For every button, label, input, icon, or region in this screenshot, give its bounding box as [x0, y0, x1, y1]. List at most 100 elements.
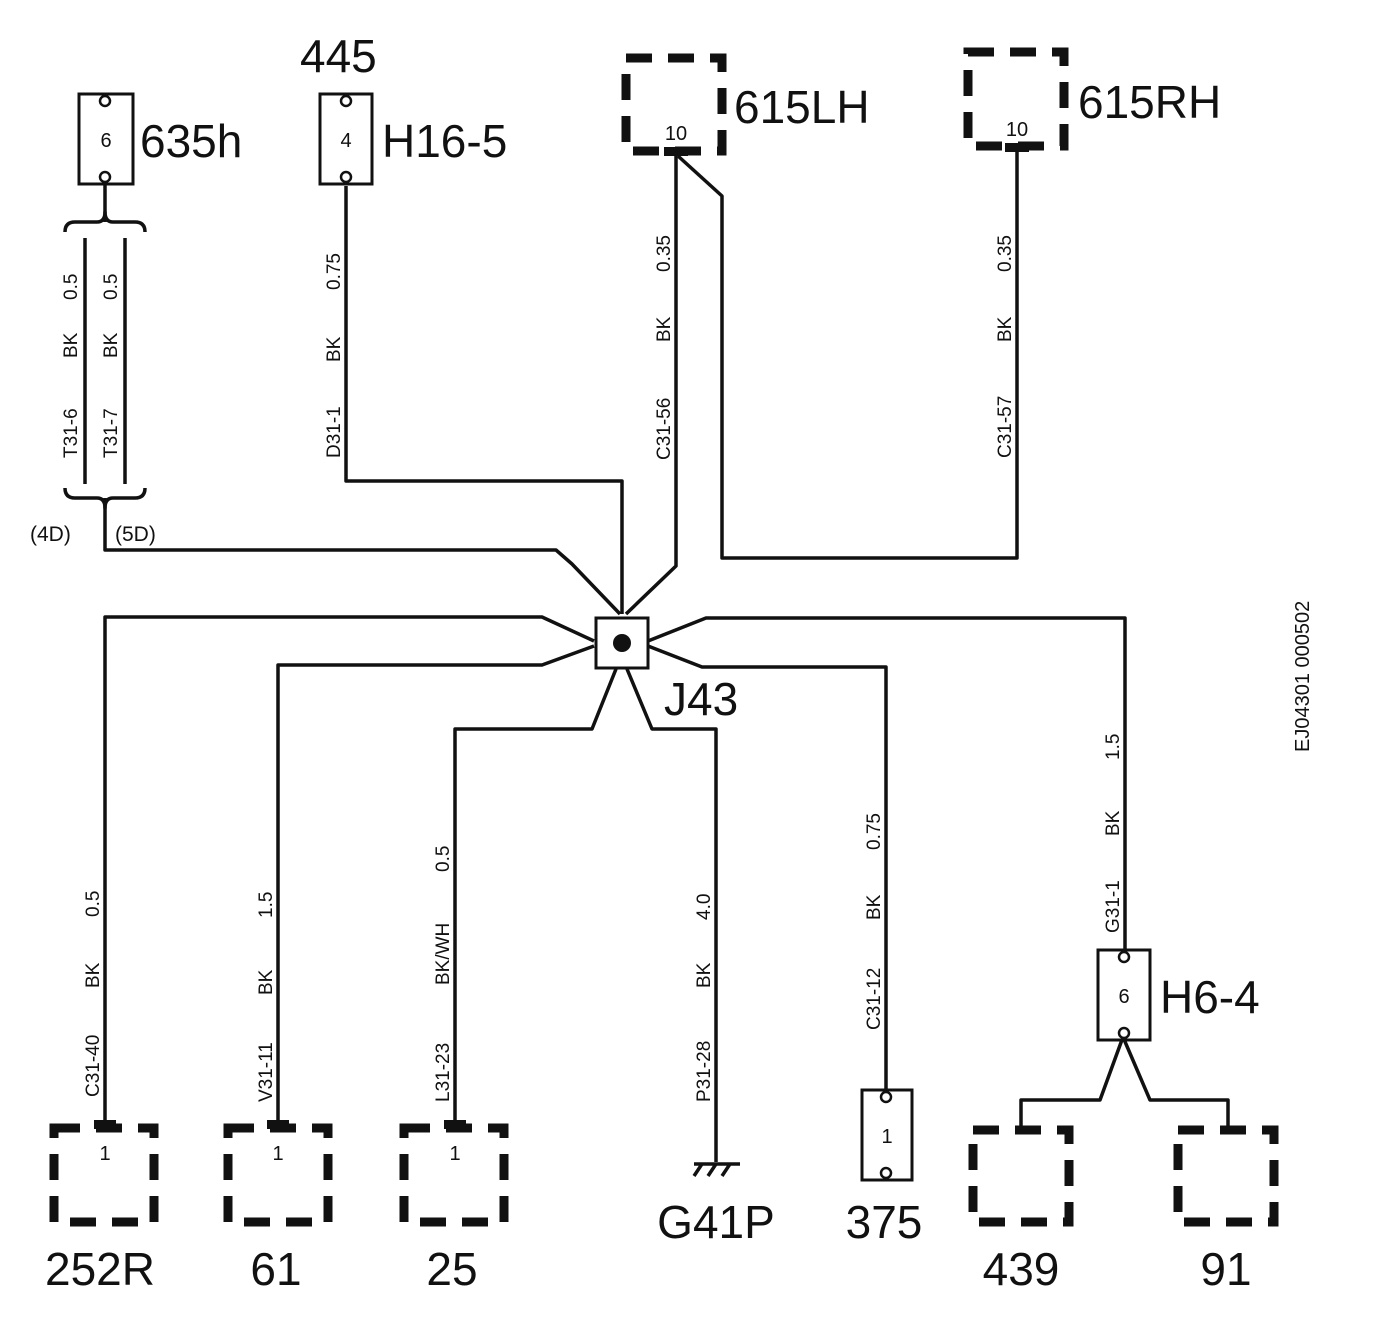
connector-h16-5-ref: 445 — [300, 30, 377, 82]
wire-size-p31-28: 4.0 — [694, 894, 715, 920]
connector-615rh-pin: 10 — [1006, 119, 1028, 141]
splice-label: J43 — [664, 673, 738, 725]
wire-id-c31-57: C31-57 — [995, 396, 1016, 458]
connector-635h: 6 635h — [77, 92, 242, 186]
wire-c31-56 — [624, 153, 678, 616]
wire-id-g31-1: G31-1 — [1103, 880, 1124, 933]
wire-size-g31-1: 1.5 — [1103, 734, 1124, 760]
connector-61-pin: 1 — [272, 1143, 283, 1165]
connector-h16-5-label: H16-5 — [382, 115, 507, 167]
connector-439: 439 — [968, 1125, 1074, 1295]
connector-252r-label: 252R — [45, 1243, 155, 1295]
wire-id-p31-28: P31-28 — [694, 1041, 715, 1102]
terminal-icon — [1117, 1026, 1131, 1040]
wire-size-v31-11: 1.5 — [256, 892, 277, 918]
wire-id-v31-11: V31-11 — [256, 1042, 277, 1102]
terminal-icon — [879, 1090, 893, 1104]
connector-252r-pin: 1 — [99, 1143, 110, 1165]
splice-j43: J43 — [594, 616, 738, 725]
wire-color-d31-1: BK — [324, 336, 345, 362]
terminal-icon — [1117, 950, 1131, 964]
ground-icon — [692, 1162, 740, 1177]
wire-color-g31-1: BK — [1103, 810, 1124, 836]
connector-439-label: 439 — [983, 1243, 1060, 1295]
splice-dot — [613, 634, 631, 652]
wire-color-v31-11: BK — [256, 969, 277, 995]
connector-615rh: 10 615RH — [963, 47, 1221, 152]
wire-color-c31-57: BK — [995, 316, 1016, 342]
wire-id-c31-40: C31-40 — [83, 1035, 104, 1097]
wire-id-l31-23: L31-23 — [433, 1043, 454, 1102]
connector-615rh-body — [963, 47, 1069, 151]
wire-c31-57 — [676, 150, 1019, 560]
connector-25-terminal — [444, 1120, 466, 1129]
connector-h6-4-body — [1096, 948, 1152, 1042]
connector-635h-body — [77, 92, 135, 186]
connector-375-label: 375 — [846, 1196, 923, 1248]
wire-id-c31-56: C31-56 — [654, 398, 675, 460]
connector-615lh-label: 615LH — [734, 81, 870, 133]
top-brace — [63, 210, 147, 233]
connector-25: 1 25 — [399, 1120, 509, 1295]
ground-label: G41P — [657, 1196, 775, 1248]
connector-615lh-terminal — [664, 147, 688, 156]
wire-id-t31-7: T31-7 — [101, 408, 122, 458]
wire-size-d31-1: 0.75 — [324, 253, 345, 290]
wire-size-t31-7: 0.5 — [101, 274, 122, 300]
connector-h16-5: 445 4 H16-5 — [300, 30, 507, 186]
wire-color-c31-40: BK — [83, 962, 104, 988]
wire-d31-1 — [344, 186, 624, 614]
wires — [83, 150, 1230, 1162]
wire-color-p31-28: BK — [694, 962, 715, 988]
harness-braces — [63, 210, 147, 510]
wire-size-c31-12: 0.75 — [864, 813, 885, 850]
wire-color-t31-7: BK — [101, 332, 122, 358]
wire-v31-11 — [276, 644, 595, 1122]
connector-375-body — [860, 1088, 914, 1182]
wire-id-d31-1: D31-1 — [324, 406, 345, 458]
wire-c31-12 — [647, 644, 888, 1095]
connector-25-pin: 1 — [449, 1143, 460, 1165]
document-reference: EJ04301 000502 — [1292, 601, 1314, 752]
connector-h16-5-body — [318, 92, 374, 186]
bottom-brace — [63, 487, 147, 510]
terminal-icon — [879, 1166, 893, 1180]
connector-91: 91 — [1173, 1125, 1279, 1295]
ground-g41p: G41P — [657, 1162, 775, 1248]
connector-61-terminal — [267, 1120, 289, 1129]
wire-color-l31-23: BK/WH — [433, 923, 454, 985]
connector-615rh-label: 615RH — [1078, 76, 1221, 128]
terminal-icon — [98, 170, 112, 184]
connector-252r-terminal — [94, 1120, 116, 1129]
terminal-icon — [339, 170, 353, 184]
terminal-icon — [339, 94, 353, 108]
wire-size-l31-23: 0.5 — [433, 846, 454, 872]
connector-439-body — [968, 1125, 1074, 1227]
connector-h6-4-pin: 6 — [1118, 986, 1129, 1008]
wire-g31-1 — [647, 616, 1127, 953]
connector-91-label: 91 — [1200, 1243, 1251, 1295]
connector-615lh: 10 615LH — [621, 53, 870, 156]
connector-61: 1 61 — [223, 1120, 333, 1295]
connector-635h-label: 635h — [140, 115, 242, 167]
connector-615lh-pin: 10 — [665, 123, 687, 145]
connector-615lh-body — [621, 53, 727, 156]
wire-l31-23 — [453, 668, 618, 1122]
connector-375: 1 375 — [846, 1088, 923, 1248]
terminal-icon — [98, 94, 112, 108]
variant-4d-label: (4D) — [30, 523, 71, 546]
wire-h6-4-branch — [1019, 1036, 1230, 1128]
wire-p31-28 — [625, 668, 718, 1162]
wire-id-t31-6: T31-6 — [61, 408, 82, 458]
connector-h6-4: 6 H6-4 — [1096, 948, 1260, 1042]
connector-h16-5-pin: 4 — [340, 130, 351, 152]
connector-635h-pin: 6 — [100, 130, 111, 152]
wire-color-t31-6: BK — [61, 332, 82, 358]
wire-c31-40 — [103, 615, 595, 1122]
connector-61-label: 61 — [250, 1243, 301, 1295]
connector-615rh-terminal — [1005, 143, 1029, 152]
wire-size-t31-6: 0.5 — [61, 274, 82, 300]
wire-size-c31-40: 0.5 — [83, 891, 104, 917]
wire-color-c31-12: BK — [864, 894, 885, 920]
